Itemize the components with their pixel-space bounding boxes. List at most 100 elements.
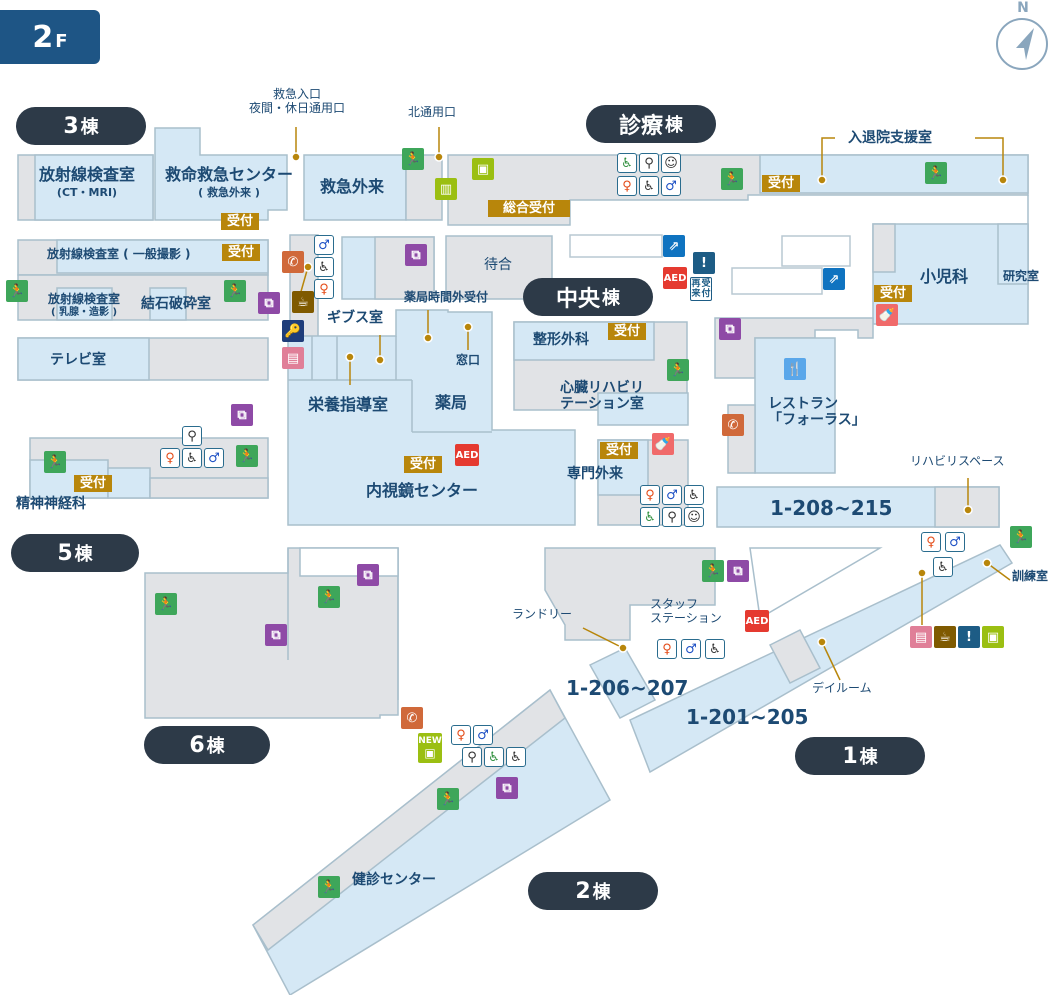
card-icon: ▣ — [982, 626, 1004, 648]
room-staff-station: スタッフ ステーション — [650, 597, 722, 626]
room-pharmacy-afterhours: 薬局時間外受付 — [404, 290, 489, 304]
room-1-206-207: 1-206~207 — [566, 676, 689, 700]
emergency-exit-icon: 🏃 — [155, 593, 177, 615]
room-training: 訓練室 — [1012, 569, 1049, 583]
information-icon: ! — [693, 252, 715, 274]
escalator-icon: ⇗ — [663, 235, 685, 257]
emergency-exit-icon: 🏃 — [318, 586, 340, 608]
emergency-exit-icon: 🏃 — [1010, 526, 1032, 548]
compass: N — [994, 0, 1050, 76]
room-restaurant-line1: レストラン — [768, 396, 838, 412]
room-orthopedics: 整形外科 — [533, 332, 589, 348]
floor-number: 2 — [32, 19, 54, 55]
telephone-icon: ✆ — [282, 251, 304, 273]
room-radiology-ct: 放射線検査室 (CT・MRI) — [32, 165, 142, 200]
room-gibbs: ギブス室 — [327, 310, 383, 326]
emergency-exit-icon: 🏃 — [702, 560, 724, 582]
elevator-icon: ⧉ — [357, 564, 379, 586]
building-6-num: 6 — [189, 732, 205, 758]
information-icon: ! — [958, 626, 980, 648]
revisit-reception-icon: 再来受付 — [690, 277, 712, 301]
room-admission-support: 入退院支援室 — [848, 130, 932, 146]
building-2-suffix: 棟 — [592, 882, 611, 903]
mens-restroom-icon: ♂ — [662, 485, 682, 505]
building-2-num: 2 — [575, 878, 591, 904]
ostomate-restroom-icon: ♿ — [484, 747, 504, 767]
compass-arrow-icon — [996, 18, 1048, 70]
elevator-icon: ⧉ — [719, 318, 741, 340]
mens-restroom-icon: ♂ — [204, 448, 224, 468]
elevator-icon: ⧉ — [258, 292, 280, 314]
emergency-exit-icon: 🏃 — [925, 162, 947, 184]
vending-machine-icon: ▤ — [282, 347, 304, 369]
building-shinryo-num: 診療 — [618, 114, 663, 139]
aed-icon: AED — [455, 444, 479, 466]
coffee-icon: ☕ — [934, 626, 956, 648]
reception-admission: 受付 — [762, 175, 801, 192]
emergency-exit-icon: 🏃 — [318, 876, 340, 898]
baby-changing-icon: ⚲ — [462, 747, 482, 767]
emergency-entrance-line1: 救急入口 — [272, 87, 321, 101]
accessible-restroom-icon: ♿ — [182, 448, 202, 468]
cash-machine-icon: ▥ — [435, 178, 457, 200]
building-shinryo-suffix: 棟 — [665, 115, 683, 136]
room-pediatrics: 小児科 — [920, 267, 969, 286]
elevator-icon: ⧉ — [405, 244, 427, 266]
room-radiology-mammo: 放射線検査室 ( 乳腺・造影 ) — [38, 292, 130, 318]
room-radiology-ct-sub: (CT・MRI) — [56, 186, 118, 200]
room-radiology-general: 放射線検査室 ( 一般撮影 ) — [47, 247, 191, 261]
restaurant-icon: 🍴 — [784, 358, 806, 380]
coffee-icon: ☕ — [292, 291, 314, 313]
building-5-suffix: 棟 — [74, 544, 93, 565]
revisit-reception-line1: 再来 — [691, 279, 701, 299]
reception-orthopedics: 受付 — [608, 323, 647, 340]
accessible-restroom-icon: ♿ — [506, 747, 526, 767]
room-restaurant-line2: 「フォーラス」 — [768, 412, 866, 429]
room-cardiac-rehab: 心臓リハビリ テーション室 — [552, 380, 652, 412]
womens-restroom-icon: ♀ — [451, 725, 471, 745]
womens-restroom-icon: ♀ — [314, 279, 334, 299]
womens-restroom-icon: ♀ — [160, 448, 180, 468]
emergency-exit-icon: 🏃 — [721, 168, 743, 190]
building-6-suffix: 棟 — [206, 736, 225, 757]
baby-seat-icon: ☺ — [684, 507, 704, 527]
compass-north-label: N — [1017, 0, 1029, 16]
room-lithotripsy: 結石破砕室 — [141, 296, 211, 312]
mens-restroom-icon: ♂ — [314, 235, 334, 255]
escalator-icon: ⇗ — [823, 268, 845, 290]
ostomate-restroom-icon: ♿ — [640, 507, 660, 527]
elevator-icon: ⧉ — [231, 404, 253, 426]
room-radiology-mammo-sub: ( 乳腺・造影 ) — [50, 306, 118, 318]
room-radiology-ct-name: 放射線検査室 — [38, 165, 135, 184]
general-reception: 総合受付 — [488, 200, 570, 217]
room-rehab-space: リハビリスペース — [910, 454, 1005, 468]
baby-bottle-icon: 🍼 — [652, 433, 674, 455]
room-cardiac-rehab-line2: テーション室 — [560, 396, 644, 413]
emergency-exit-icon: 🏃 — [236, 445, 258, 467]
emergency-exit-icon: 🏃 — [44, 451, 66, 473]
room-emergency-outpatient: 救急外来 — [320, 177, 385, 196]
building-3-suffix: 棟 — [80, 117, 99, 138]
room-cardiac-rehab-line1: 心臓リハビリ — [560, 380, 644, 396]
womens-restroom-icon: ♀ — [617, 176, 637, 196]
building-5-num: 5 — [57, 540, 73, 566]
room-emergency-center: 救命救急センター ( 救急外来 ) — [158, 165, 300, 200]
room-1-208-215: 1-208~215 — [770, 496, 893, 520]
new-card-machine-icon: NEW▣ — [418, 733, 442, 763]
elevator-icon: ⧉ — [496, 777, 518, 799]
emergency-exit-icon: 🏃 — [6, 280, 28, 302]
building-shinryo-badge: 診療棟 — [586, 105, 716, 143]
room-1-201-205: 1-201~205 — [686, 705, 809, 729]
mens-restroom-icon: ♂ — [681, 639, 701, 659]
room-emergency-center-name: 救命救急センター — [164, 165, 293, 184]
elevator-icon: ⧉ — [265, 624, 287, 646]
emergency-exit-icon: 🏃 — [402, 148, 424, 170]
ostomate-restroom-icon: ♿ — [617, 153, 637, 173]
mens-restroom-icon: ♂ — [661, 176, 681, 196]
womens-restroom-icon: ♀ — [640, 485, 660, 505]
